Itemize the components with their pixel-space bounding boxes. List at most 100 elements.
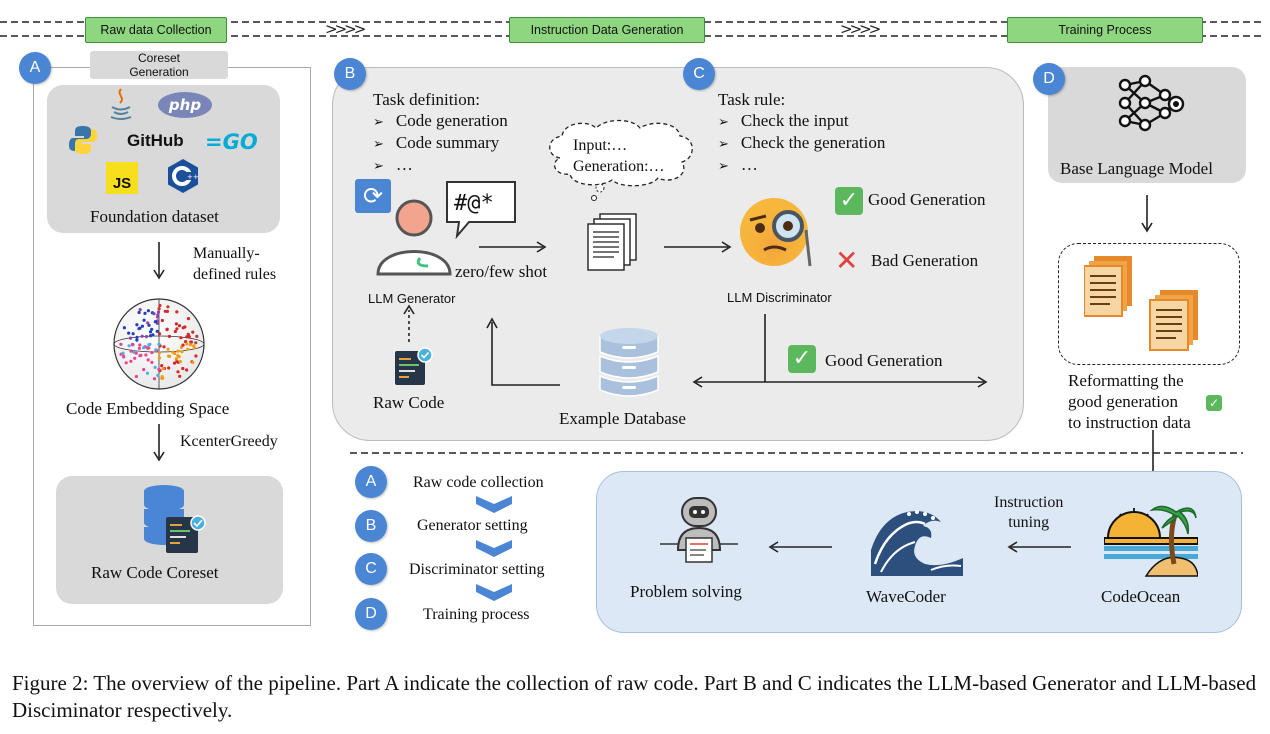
- embedding-dot: [142, 318, 146, 322]
- embedding-dot: [163, 309, 167, 313]
- embedding-dot: [186, 317, 191, 321]
- problem-solving-label: Problem solving: [630, 582, 742, 601]
- embedding-dot: [181, 366, 185, 371]
- python-icon: [69, 126, 97, 154]
- legend-chevron-icon: [476, 584, 512, 601]
- embedding-dot: [156, 313, 160, 317]
- cpp-icon: ++: [168, 159, 199, 193]
- embedding-dot: [160, 364, 164, 368]
- task-def-item: ➢Code summary: [373, 133, 500, 152]
- embedding-dot: [184, 340, 188, 344]
- badge-d: D: [1033, 63, 1065, 95]
- task-def-item: ➢Code generation: [373, 111, 508, 130]
- coreset-generation-tab: Coreset Generation: [90, 51, 228, 79]
- embedding-dot: [143, 311, 147, 315]
- embedding-dot: [189, 340, 193, 344]
- embedding-dot: [130, 342, 134, 347]
- embedding-dot: [177, 355, 181, 359]
- embedding-dot: [191, 360, 195, 365]
- embedding-dot: [186, 332, 190, 336]
- neural-network-icon: [1118, 74, 1185, 132]
- embedding-dot: [149, 334, 153, 338]
- embedding-dot: [175, 359, 179, 364]
- island-icon: [1104, 505, 1198, 577]
- arrow-right-b1: [479, 241, 547, 253]
- kcentergreedy-label: KcenterGreedy: [180, 433, 278, 450]
- raw-code-coreset-label: Raw Code Coreset: [91, 563, 219, 582]
- check-icon: ✓: [835, 187, 863, 215]
- llm-generator-label: LLM Generator: [368, 291, 456, 306]
- lower-dashed-line: [350, 452, 1243, 454]
- embedding-dot: [137, 346, 141, 350]
- panel-bc: [332, 67, 1024, 441]
- embedding-dot: [146, 358, 150, 362]
- embedding-dot: [140, 334, 144, 338]
- java-icon: [110, 88, 132, 120]
- embedding-dot: [122, 326, 126, 330]
- manually-defined-rules-label: Manually- defined rules: [193, 245, 277, 283]
- embedding-dot: [161, 376, 165, 380]
- go-logo-icon: =GO: [205, 130, 258, 154]
- embedding-dot: [166, 347, 170, 351]
- embedding-dot: [152, 377, 157, 381]
- embedding-dot: [135, 335, 139, 339]
- phase-training-process: Training Process: [1007, 17, 1203, 43]
- embedding-dot: [180, 350, 184, 354]
- embedding-dot: [145, 371, 150, 375]
- embedding-dot: [166, 305, 170, 309]
- arrow-left-t1: [768, 541, 832, 553]
- embedding-dot: [175, 310, 179, 314]
- embedding-dot: [161, 367, 165, 371]
- legend-label-c: Discriminator setting: [409, 561, 545, 578]
- embedding-dot: [147, 343, 151, 347]
- embedding-dot: [137, 310, 141, 315]
- embedding-dot: [157, 356, 161, 360]
- embedding-dot: [195, 334, 199, 338]
- wavecoder-label: WaveCoder: [866, 587, 946, 606]
- embedding-dot: [166, 354, 171, 358]
- refresh-icon: ⟳: [355, 179, 391, 213]
- embedding-dot: [192, 346, 196, 350]
- embedding-dot: [157, 307, 161, 311]
- embedding-dot: [142, 346, 146, 350]
- embedding-dot: [156, 310, 161, 314]
- task-rule-item: ➢…: [718, 155, 758, 174]
- embedding-dot: [176, 370, 180, 374]
- task-definition-label: Task definition:: [373, 90, 480, 109]
- embedding-dot: [185, 342, 189, 346]
- embedding-dot: [127, 344, 131, 348]
- svg-text:++: ++: [187, 173, 199, 181]
- legend-label-a: Raw code collection: [413, 474, 544, 491]
- embedding-dot: [133, 356, 137, 360]
- embedding-dot: [174, 322, 178, 326]
- embedding-dot: [172, 361, 177, 365]
- zero-few-shot-label: zero/few shot: [455, 262, 548, 281]
- arrow-left-t2: [1007, 541, 1071, 553]
- embedding-dot: [144, 353, 148, 357]
- embedding-dot: [176, 349, 180, 353]
- instruction-docs-icon: [1084, 256, 1198, 351]
- legend-label-d: Training process: [423, 606, 530, 623]
- embedding-dot: [194, 354, 198, 358]
- embedding-dot: [157, 367, 161, 371]
- embedding-dot: [158, 303, 162, 308]
- legend-badge-c: C: [355, 553, 387, 585]
- php-logo-icon: php: [158, 92, 212, 118]
- github-logo-icon: GitHub: [127, 131, 184, 150]
- document-stack-icon: [587, 213, 637, 271]
- embedding-dot: [153, 320, 157, 324]
- chevron-arrows-icon: >>>>: [840, 20, 881, 38]
- phase-instruction-data-generation: Instruction Data Generation: [509, 17, 705, 43]
- speech-symbols: #@*: [454, 191, 494, 216]
- task-def-item: ➢…: [373, 155, 413, 174]
- embedding-dot: [152, 312, 156, 316]
- embedding-dot: [185, 335, 189, 339]
- embedding-dot: [179, 345, 184, 349]
- embedding-dot: [135, 338, 139, 342]
- embedding-sphere-icon: [113, 298, 205, 390]
- embedding-dot: [157, 351, 161, 355]
- check-icon: ✓: [788, 345, 816, 373]
- legend-label-b: Generator setting: [417, 517, 528, 534]
- flow-lines: [403, 304, 988, 388]
- embedding-dot: [167, 366, 171, 370]
